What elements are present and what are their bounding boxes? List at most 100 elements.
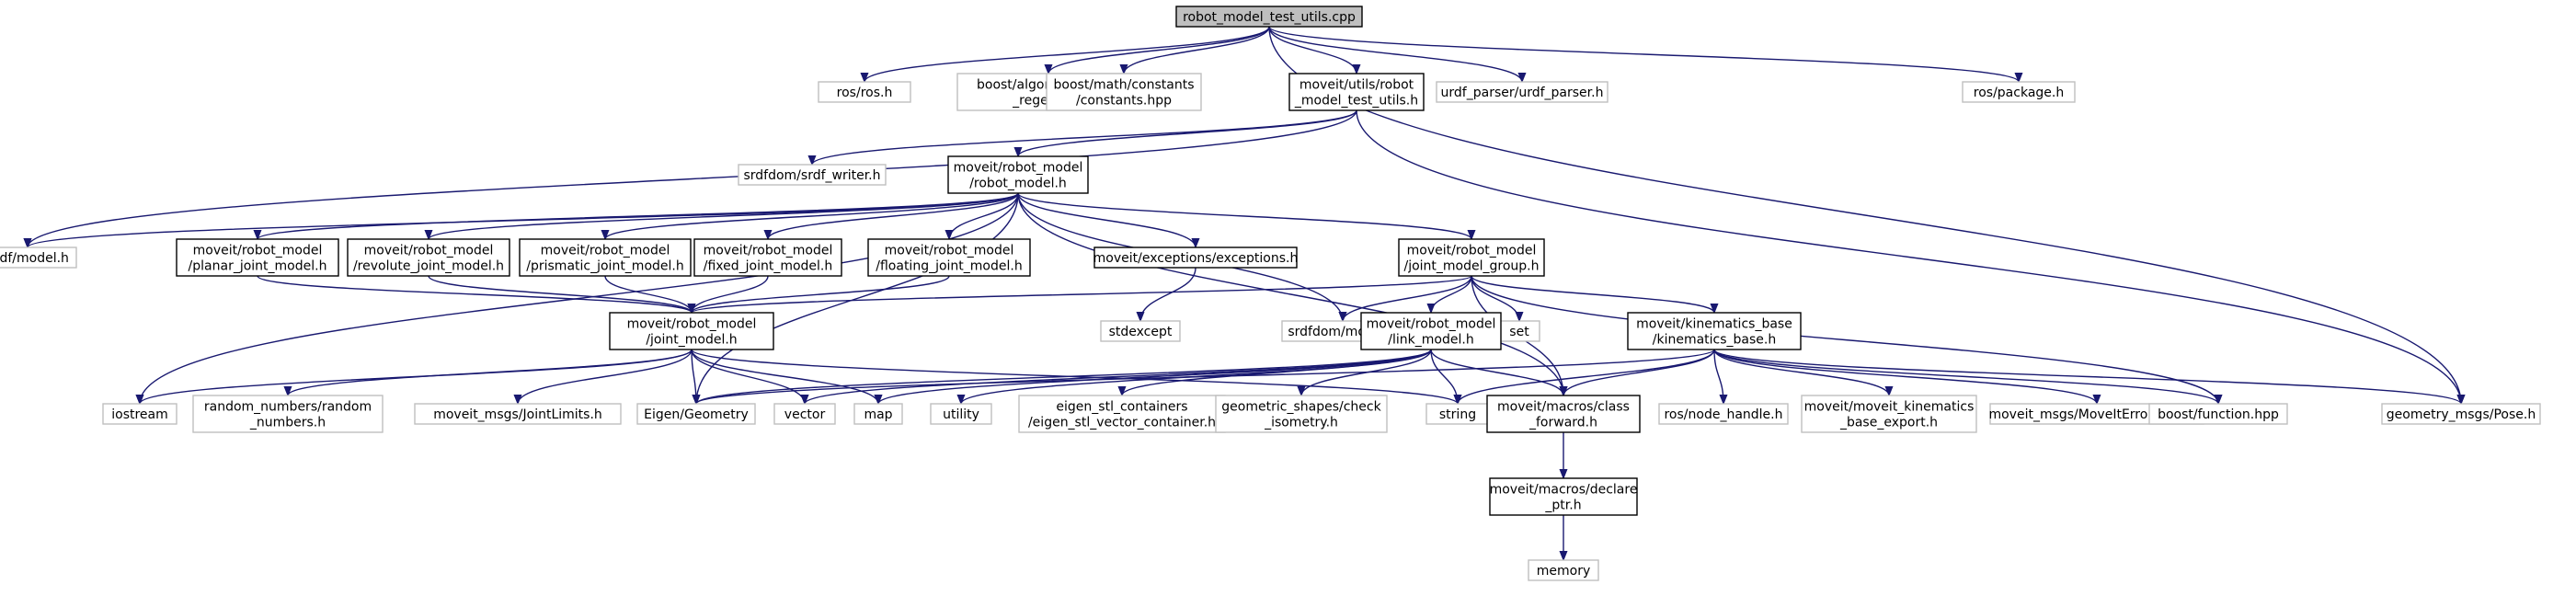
node-label-joint_model-0: moveit/robot_model bbox=[627, 317, 757, 332]
edge-root-to-ros_h bbox=[864, 26, 1270, 83]
node-label-joint_model-1: /joint_model.h bbox=[646, 333, 737, 348]
node-iostream: iostream bbox=[102, 403, 177, 425]
edge-kin_base-to-class_fwd bbox=[1563, 349, 1715, 396]
node-urdf_parser: urdf_parser/urdf_parser.h bbox=[1436, 81, 1609, 103]
node-jmg[interactable]: moveit/robot_model/joint_model_group.h bbox=[1398, 238, 1545, 277]
node-kin_export: moveit/moveit_kinematics_base_export.h bbox=[1801, 395, 1977, 433]
edge-link_model-to-class_fwd bbox=[1430, 349, 1563, 396]
node-box-boost_function bbox=[2148, 403, 2288, 425]
node-box-map bbox=[853, 403, 903, 425]
node-label-root-0: robot_model_test_utils.cpp bbox=[1183, 10, 1356, 25]
node-planar[interactable]: moveit/robot_model/planar_joint_model.h bbox=[176, 238, 339, 277]
node-declare_ptr[interactable]: moveit/macros/declare_ptr.h bbox=[1489, 477, 1638, 516]
edge-revolute-to-joint_model bbox=[428, 275, 692, 314]
node-label-revolute-1: /revolute_joint_model.h bbox=[353, 259, 504, 274]
node-prismatic[interactable]: moveit/robot_model/prismatic_joint_model… bbox=[519, 238, 692, 277]
edge-robot_model-to-planar bbox=[258, 192, 1019, 240]
edge-robot_model-to-prismatic bbox=[605, 192, 1019, 240]
node-label-robot_model-0: moveit/robot_model bbox=[954, 161, 1083, 176]
node-box-constants bbox=[1046, 73, 1202, 111]
edge-link_model-to-string bbox=[1430, 349, 1458, 404]
node-label-eigen_stl-0: eigen_stl_containers bbox=[1056, 400, 1187, 415]
node-box-urdf_model bbox=[0, 246, 77, 269]
node-label-iostream-0: iostream bbox=[111, 407, 168, 422]
node-box-floating bbox=[867, 238, 1031, 277]
node-label-eigen_stl-1: /eigen_stl_vector_container.h bbox=[1028, 416, 1216, 430]
edge-robot_model-to-floating bbox=[949, 192, 1019, 240]
node-label-kin_base-0: moveit/kinematics_base bbox=[1636, 317, 1792, 332]
node-joint_model[interactable]: moveit/robot_model/joint_model.h bbox=[609, 312, 774, 350]
node-label-test_utils-0: moveit/utils/robot bbox=[1299, 78, 1414, 93]
edge-kin_base-to-node_handle bbox=[1713, 349, 1723, 404]
edge-planar-to-joint_model bbox=[257, 275, 692, 314]
node-test_utils[interactable]: moveit/utils/robot_model_test_utils.h bbox=[1288, 73, 1425, 111]
node-box-root bbox=[1175, 6, 1363, 28]
node-label-kin_export-1: _base_export.h bbox=[1839, 416, 1938, 430]
node-box-stdexcept bbox=[1100, 320, 1181, 342]
node-label-kin_base-1: /kinematics_base.h bbox=[1653, 333, 1776, 348]
edge-kin_base-to-string bbox=[1458, 349, 1715, 405]
node-box-random bbox=[192, 395, 384, 433]
edge-joint_model-to-vector bbox=[691, 349, 805, 405]
node-label-declare_ptr-1: _ptr.h bbox=[1544, 499, 1581, 513]
node-label-planar-1: /planar_joint_model.h bbox=[189, 259, 327, 274]
node-box-link_model bbox=[1360, 312, 1502, 350]
edge-link_model-to-map bbox=[878, 349, 1432, 405]
node-random: random_numbers/random_numbers.h bbox=[192, 395, 384, 433]
node-box-class_fwd bbox=[1486, 395, 1641, 433]
node-box-planar bbox=[176, 238, 339, 277]
node-label-jmg-1: /joint_model_group.h bbox=[1404, 259, 1540, 274]
node-box-vector bbox=[773, 403, 836, 425]
node-label-eigen_geo-0: Eigen/Geometry bbox=[644, 407, 749, 422]
node-class_fwd[interactable]: moveit/macros/class_forward.h bbox=[1486, 395, 1641, 433]
node-box-test_utils bbox=[1288, 73, 1425, 111]
node-srdf_writer: srdfdom/srdf_writer.h bbox=[738, 164, 887, 186]
node-urdf_model: urdf/model.h bbox=[0, 246, 77, 269]
node-label-link_model-0: moveit/robot_model bbox=[1367, 317, 1496, 332]
node-label-prismatic-1: /prismatic_joint_model.h bbox=[526, 259, 683, 274]
node-kin_base[interactable]: moveit/kinematics_base/kinematics_base.h bbox=[1627, 312, 1802, 350]
node-exceptions[interactable]: moveit/exceptions/exceptions.h bbox=[1093, 246, 1299, 269]
edge-robot_model-to-class_fwd bbox=[1017, 192, 1563, 395]
node-box-utility bbox=[930, 403, 992, 425]
node-floating[interactable]: moveit/robot_model/floating_joint_model.… bbox=[867, 238, 1031, 277]
node-vector: vector bbox=[773, 403, 836, 425]
edge-kin_base-to-eigen_geo bbox=[696, 349, 1715, 405]
node-label-memory-0: memory bbox=[1537, 564, 1591, 579]
node-box-joint_limits bbox=[414, 403, 622, 425]
node-revolute[interactable]: moveit/robot_model/revolute_joint_model.… bbox=[347, 238, 510, 277]
node-map: map bbox=[853, 403, 903, 425]
node-label-ros_package-0: ros/package.h bbox=[1974, 86, 2064, 100]
node-robot_model[interactable]: moveit/robot_model/robot_model.h bbox=[947, 155, 1089, 194]
edge-root-to-string_regex bbox=[1048, 26, 1270, 74]
nodes-layer: robot_model_test_utils.cpp ros/ros.h boost… bbox=[0, 6, 2541, 581]
node-label-set-0: set bbox=[1509, 325, 1529, 339]
node-box-eigen_geo bbox=[636, 403, 756, 425]
edge-robot_model-to-eigen_geo bbox=[696, 192, 1019, 404]
edge-floating-to-joint_model bbox=[692, 275, 950, 314]
node-label-utility-0: utility bbox=[943, 407, 979, 422]
edge-root-to-constants bbox=[1124, 26, 1270, 74]
node-joint_limits: moveit_msgs/JointLimits.h bbox=[414, 403, 622, 425]
node-string: string bbox=[1425, 403, 1490, 425]
node-label-boost_function-0: boost/function.hpp bbox=[2158, 407, 2279, 422]
node-box-iostream bbox=[102, 403, 177, 425]
node-ros_package: ros/package.h bbox=[1962, 81, 2076, 103]
node-box-kin_base bbox=[1627, 312, 1802, 350]
node-link_model[interactable]: moveit/robot_model/link_model.h bbox=[1360, 312, 1502, 350]
node-box-ros_package bbox=[1962, 81, 2076, 103]
edge-jmg-to-kin_base bbox=[1471, 275, 1714, 314]
node-label-ros_h-0: ros/ros.h bbox=[837, 86, 893, 100]
node-fixed[interactable]: moveit/robot_model/fixed_joint_model.h bbox=[693, 238, 842, 277]
node-label-fixed-1: /fixed_joint_model.h bbox=[704, 259, 833, 274]
node-box-jmg bbox=[1398, 238, 1545, 277]
node-label-revolute-0: moveit/robot_model bbox=[364, 244, 494, 258]
node-stdexcept: stdexcept bbox=[1100, 320, 1181, 342]
node-box-node_handle bbox=[1658, 403, 1789, 425]
node-eigen_stl: eigen_stl_containers/eigen_stl_vector_co… bbox=[1018, 395, 1226, 433]
edge-root-to-urdf_parser bbox=[1268, 26, 1522, 83]
node-label-prismatic-0: moveit/robot_model bbox=[541, 244, 670, 258]
node-ros_h: ros/ros.h bbox=[818, 81, 911, 103]
edge-jmg-to-srdf_model bbox=[1343, 275, 1472, 322]
node-box-eigen_stl bbox=[1018, 395, 1226, 433]
